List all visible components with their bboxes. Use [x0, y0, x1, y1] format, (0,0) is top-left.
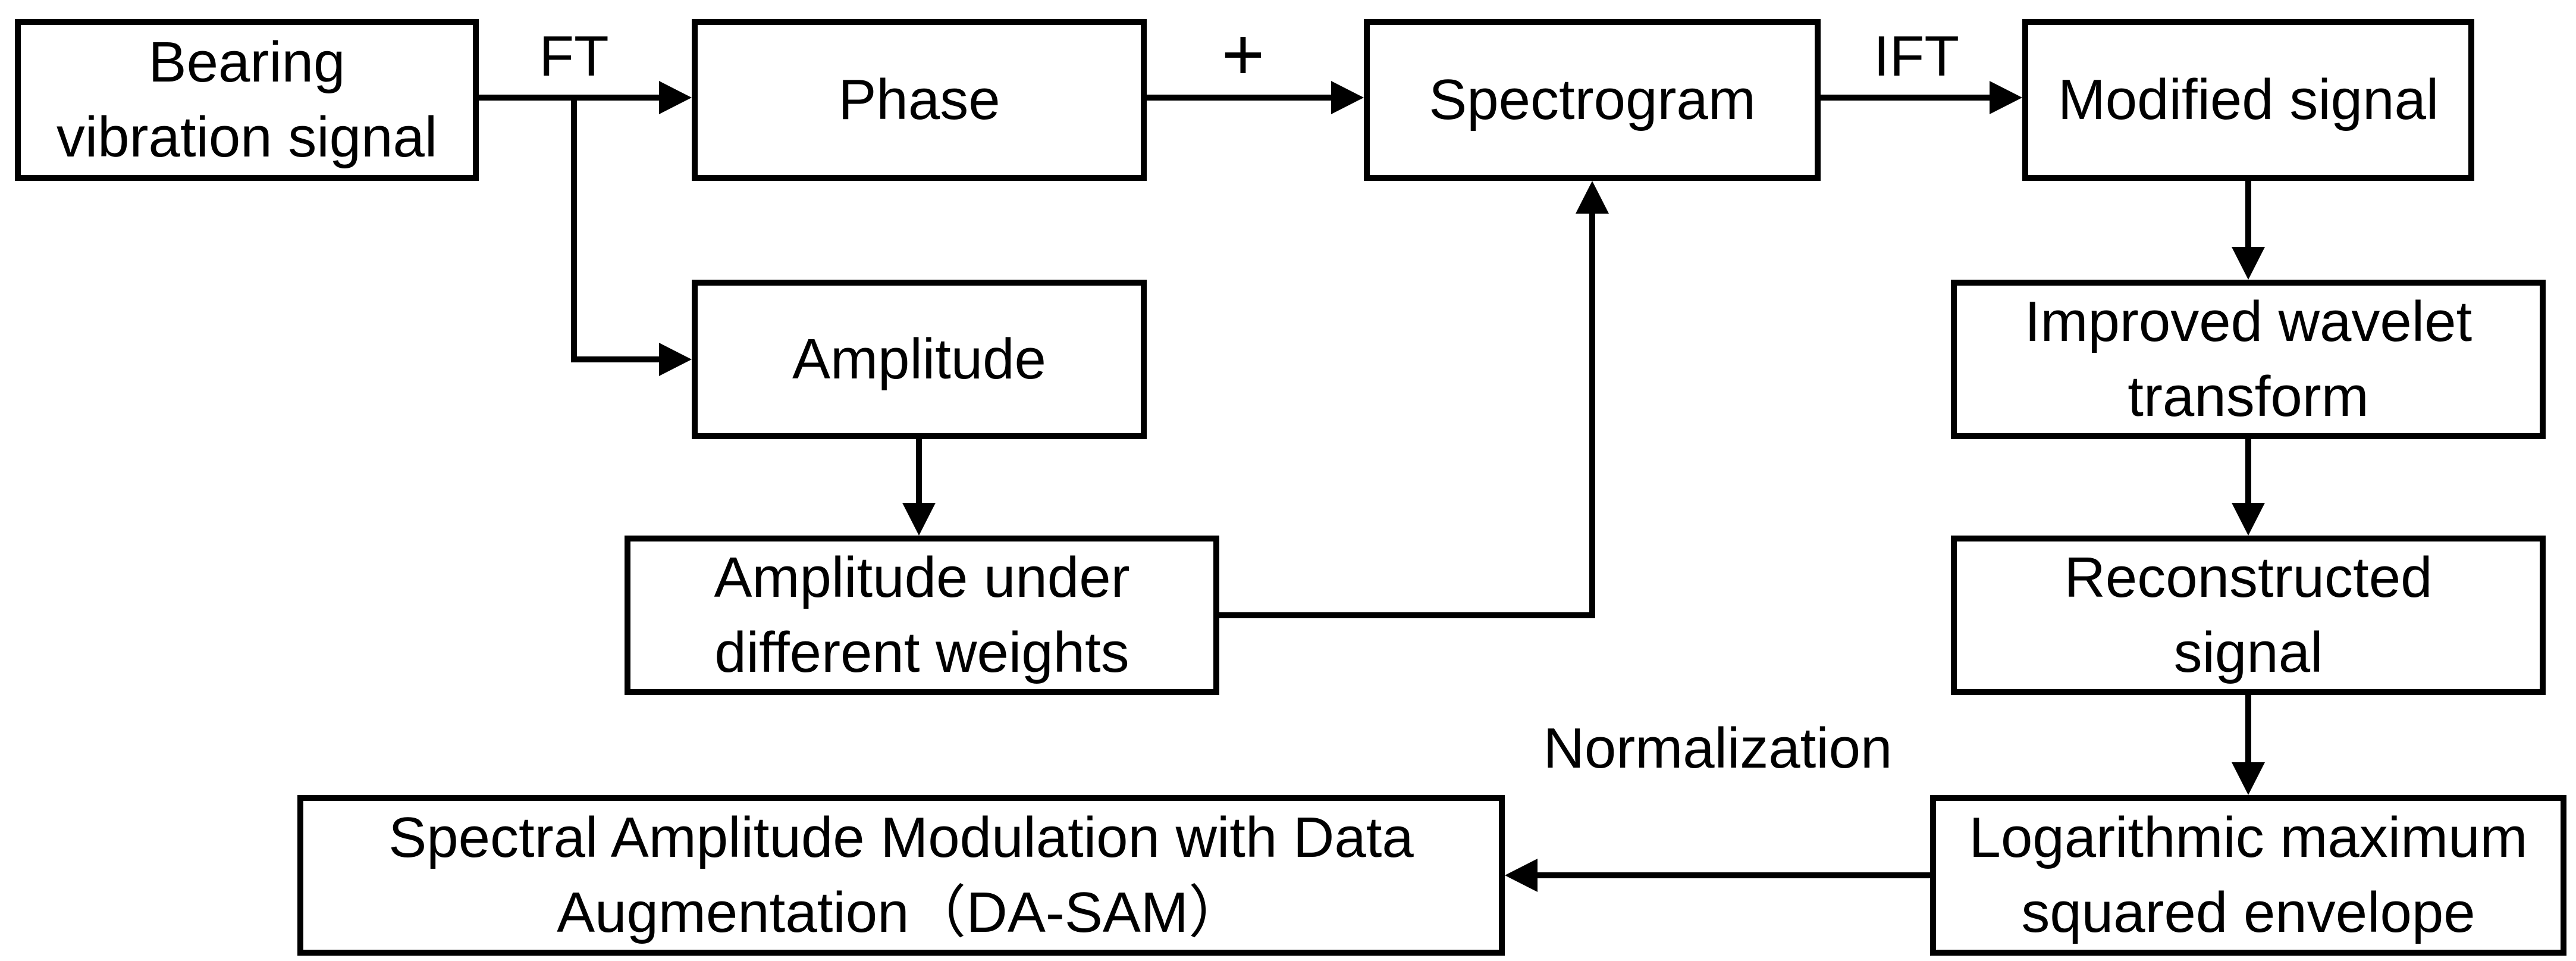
box-phase-label: Phase	[838, 68, 1000, 132]
box-improved-wavelet-transform: Improved wavelet transform	[1951, 280, 2546, 439]
box-bearing-vibration-signal-label: Bearing vibration signal	[56, 30, 438, 169]
box-logarithmic-maximum-squared-envelope-label: Logarithmic maximum squared envelope	[1969, 806, 2528, 944]
box-modified-signal-label: Modified signal	[2057, 68, 2439, 132]
edge-label-ft: FT	[539, 24, 609, 88]
connector-modified-to-improved	[2245, 181, 2251, 250]
box-phase: Phase	[692, 19, 1147, 181]
connector-spectrogram-to-modified	[1821, 95, 1993, 101]
connector-phase-to-spectrogram	[1147, 95, 1334, 101]
box-reconstructed-signal-label: Reconstructed signal	[2064, 546, 2433, 684]
connector-bearing-to-phase	[479, 95, 662, 101]
box-modified-signal: Modified signal	[2022, 19, 2474, 181]
arrowhead-weights-to-spectrogram-icon	[1576, 181, 1609, 214]
box-amplitude: Amplitude	[692, 280, 1147, 439]
box-spectrogram-label: Spectrogram	[1429, 68, 1756, 132]
connector-ft-branch-to-amplitude	[571, 356, 662, 362]
arrowhead-spectrogram-to-modified-icon	[1990, 81, 2022, 114]
edge-label-ift: IFT	[1874, 24, 1959, 88]
edge-label-normalization: Normalization	[1543, 716, 1893, 780]
box-amplitude-under-different-weights: Amplitude under different weights	[625, 536, 1219, 695]
box-logarithmic-maximum-squared-envelope: Logarithmic maximum squared envelope	[1930, 795, 2566, 956]
connector-amplitude-to-weights	[916, 439, 922, 505]
connector-reconstructed-to-logenvelope	[2245, 695, 2251, 764]
connector-ft-branch-vertical	[571, 95, 577, 362]
box-reconstructed-signal: Reconstructed signal	[1951, 536, 2546, 695]
box-bearing-vibration-signal: Bearing vibration signal	[15, 19, 479, 181]
arrowhead-amplitude-to-weights-icon	[902, 503, 936, 536]
box-amplitude-label: Amplitude	[792, 327, 1046, 391]
connector-weights-to-spectrogram-horizontal	[1219, 612, 1595, 618]
box-amplitude-under-different-weights-label: Amplitude under different weights	[714, 546, 1130, 684]
arrowhead-improved-to-reconstructed-icon	[2232, 503, 2265, 536]
connector-weights-to-spectrogram-vertical	[1589, 211, 1595, 618]
connector-logenvelope-to-dasam	[1535, 872, 1930, 878]
box-spectrogram: Spectrogram	[1364, 19, 1821, 181]
box-da-sam-label: Spectral Amplitude Modulation with Data …	[388, 806, 1414, 944]
arrowhead-phase-to-spectrogram-icon	[1331, 81, 1364, 114]
arrowhead-logenvelope-to-dasam-icon	[1505, 859, 1538, 892]
connector-improved-to-reconstructed	[2245, 439, 2251, 505]
edge-label-plus: +	[1221, 14, 1265, 96]
box-da-sam: Spectral Amplitude Modulation with Data …	[297, 795, 1505, 956]
arrowhead-modified-to-improved-icon	[2232, 247, 2265, 280]
box-improved-wavelet-transform-label: Improved wavelet transform	[2024, 290, 2473, 428]
arrowhead-to-amplitude-icon	[659, 343, 692, 376]
arrowhead-bearing-to-phase-icon	[659, 81, 692, 114]
arrowhead-reconstructed-to-logenvelope-icon	[2232, 762, 2265, 795]
